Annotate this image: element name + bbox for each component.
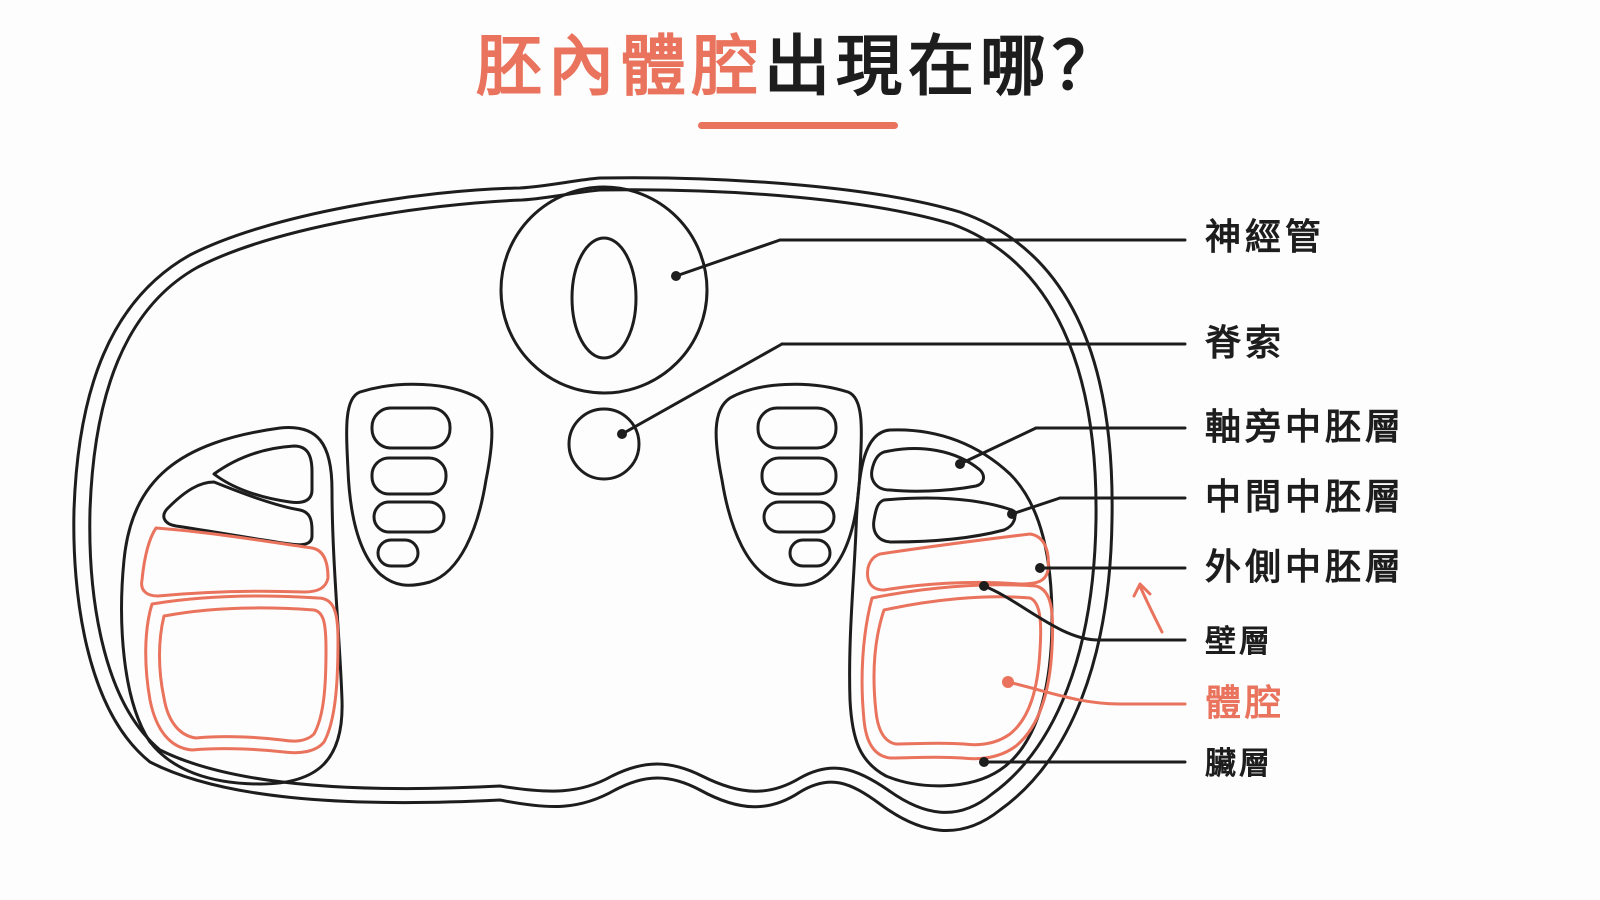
lateral-block-left-outline	[120, 426, 344, 786]
paraxial-block-right-3	[762, 500, 836, 534]
dot-paraxial	[955, 459, 965, 469]
paraxial-block-right-1	[756, 406, 838, 450]
label-neural-tube: 神經管	[1205, 217, 1326, 258]
leader-coelom	[1006, 680, 1187, 706]
label-intermediate-mesoderm: 中間中胚層	[1205, 477, 1406, 518]
label-coelom: 體腔	[1205, 683, 1286, 724]
parietal-layer-left	[140, 526, 330, 598]
body-outline-inner	[88, 188, 1098, 814]
intermediate-mesoderm-right	[872, 496, 1017, 544]
dot-lateral	[1035, 563, 1045, 573]
neural-tube-lumen	[570, 236, 638, 360]
dot-parietal	[979, 581, 989, 591]
label-parietal-layer: 壁層	[1205, 624, 1273, 660]
paraxial-block-right-2	[760, 456, 838, 496]
paraxial-block-left-3	[372, 500, 446, 534]
title-underline	[698, 122, 898, 129]
paraxial-block-left-2	[370, 456, 448, 496]
dot-neural-tube	[671, 271, 681, 281]
label-paraxial-mesoderm: 軸旁中胚層	[1205, 407, 1406, 448]
leader-notochord	[620, 342, 784, 436]
title-rest: 出現在哪？	[764, 28, 1124, 105]
visceral-layer-right	[860, 583, 1055, 761]
label-notochord: 脊索	[1205, 323, 1286, 364]
title-accent: 胚內體腔	[476, 28, 764, 105]
lateral-split-arrow-head	[1132, 582, 1152, 598]
lateral-block-right-outline	[848, 428, 1054, 788]
paraxial-upper-right	[870, 447, 985, 493]
visceral-layer-left	[144, 594, 340, 755]
paraxial-block-left-1	[370, 406, 452, 450]
dot-visceral	[979, 757, 989, 767]
page-title: 胚內體腔出現在哪？	[0, 22, 1600, 112]
leader-dots	[617, 271, 1045, 767]
leader-parietal	[982, 584, 1187, 642]
leader-neural-tube	[674, 238, 782, 278]
neural-tube-outer	[499, 185, 709, 395]
paraxial-mesoderm-left	[345, 382, 494, 587]
label-visceral-layer: 臟層	[1205, 746, 1273, 782]
dot-coelom	[1002, 676, 1014, 688]
coelom-left	[158, 606, 328, 743]
leader-lines	[620, 238, 1187, 764]
body-outline-outer	[72, 176, 1114, 832]
leader-paraxial	[958, 426, 1038, 466]
label-lateral-mesoderm: 外側中胚層	[1205, 547, 1406, 588]
leader-intermediate	[1010, 496, 1062, 516]
intermediate-mesoderm-left-upper	[212, 444, 314, 504]
dot-notochord	[617, 429, 627, 439]
dot-intermediate	[1007, 509, 1017, 519]
paraxial-block-right-4	[788, 538, 832, 568]
notochord	[567, 407, 641, 481]
intermediate-mesoderm-left-lower	[162, 480, 314, 547]
lateral-split-arrow	[1138, 584, 1164, 634]
paraxial-block-left-4	[376, 538, 420, 568]
coelom-right	[872, 595, 1043, 747]
